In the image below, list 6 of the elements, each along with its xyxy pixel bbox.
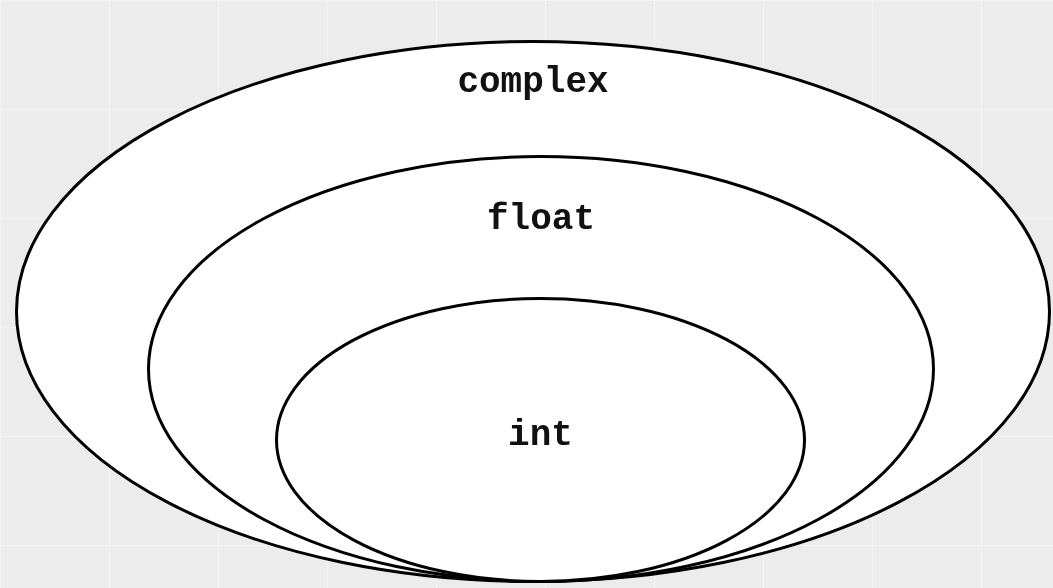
set-ellipse [275,297,806,583]
set-ellipse [147,155,935,583]
set-label: complex [457,62,609,103]
set-label: int [508,415,573,456]
set-label: float [487,199,595,240]
set-ellipse [15,40,1051,583]
